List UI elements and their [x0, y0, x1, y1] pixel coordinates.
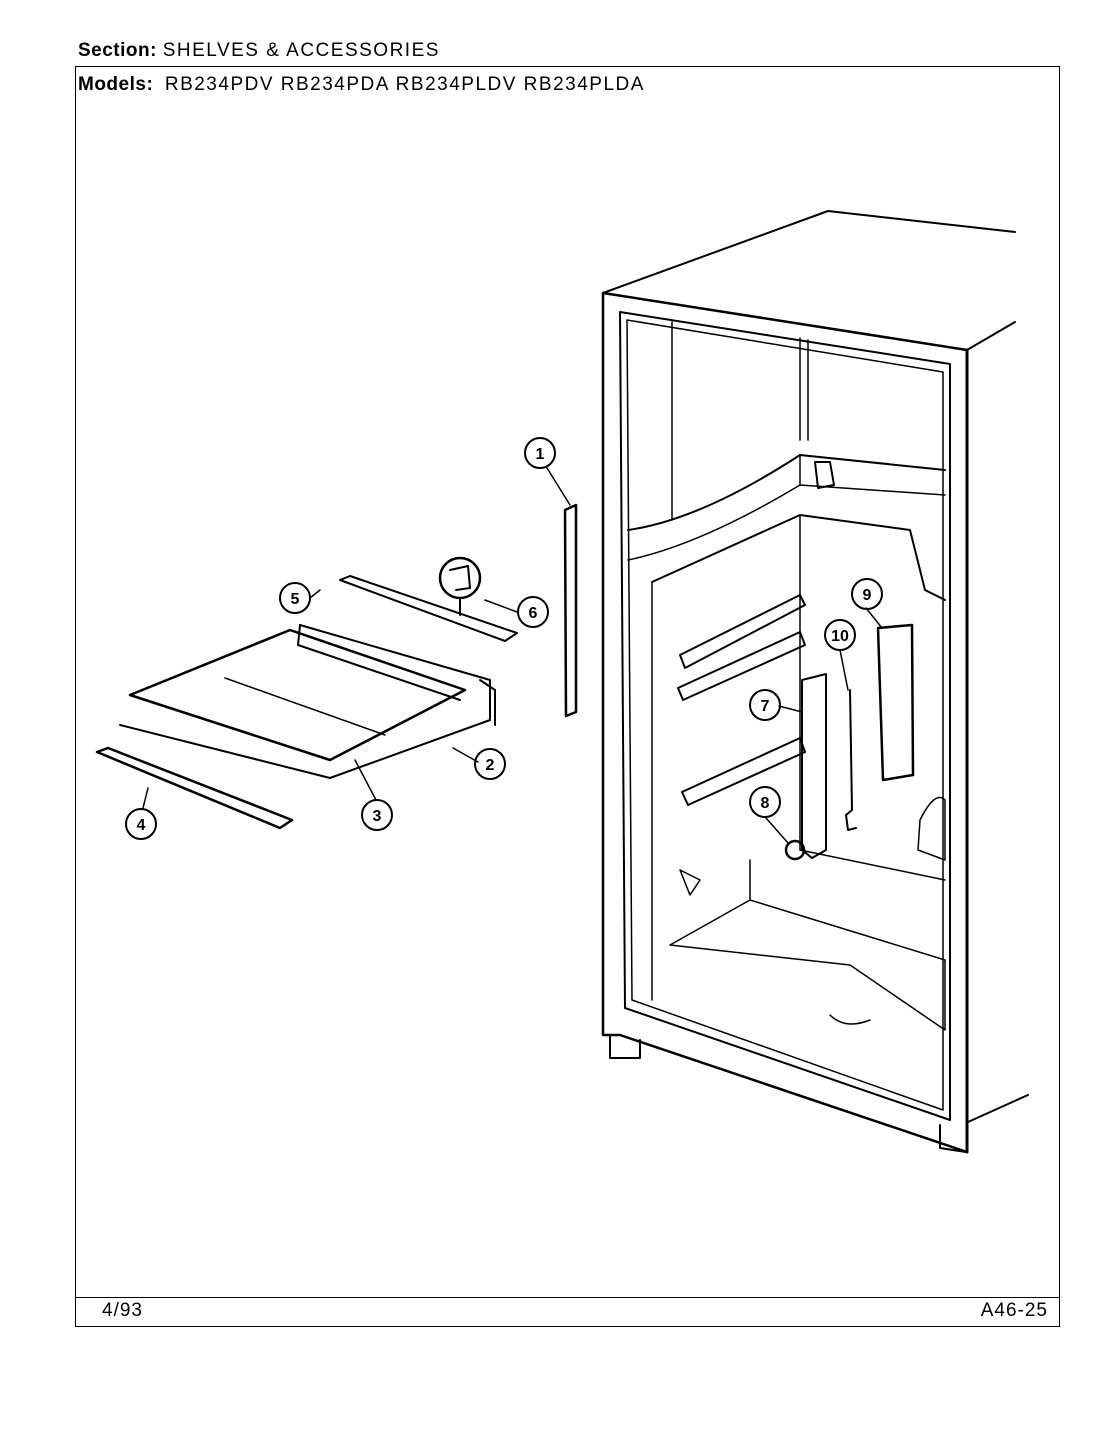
- models-value: RB234PDV RB234PDA RB234PLDV RB234PLDA: [164, 74, 645, 95]
- shelf-assembly: [95, 575, 518, 830]
- svg-text:6: 6: [529, 605, 538, 622]
- svg-text:1: 1: [536, 446, 545, 463]
- roller-part: [784, 839, 806, 861]
- callout-5: 5: [279, 582, 311, 614]
- trim-strip-part: [563, 503, 578, 718]
- callout-3: 3: [361, 799, 393, 831]
- callout-4: 4: [125, 808, 157, 840]
- callout-6: 6: [517, 596, 549, 628]
- light-assembly-part: [876, 623, 915, 782]
- thermostat-bulb-part: [845, 689, 857, 831]
- section-label: Section:: [78, 40, 157, 61]
- footer-code: A46-25: [980, 1300, 1048, 1321]
- detail-bubble: [438, 556, 482, 616]
- callout-2: 2: [474, 748, 506, 780]
- svg-text:3: 3: [373, 808, 382, 825]
- footer-rule: [75, 1297, 1060, 1298]
- svg-text:7: 7: [761, 698, 770, 715]
- svg-text:4: 4: [137, 817, 146, 834]
- refrigerator-cabinet: [601, 210, 1029, 1154]
- svg-text:10: 10: [831, 628, 849, 645]
- shelf-bracket-part: [801, 673, 827, 859]
- section-value: SHELVES & ACCESSORIES: [162, 40, 440, 61]
- footer-date: 4/93: [102, 1300, 143, 1321]
- callout-8: 8: [749, 786, 781, 818]
- svg-text:2: 2: [486, 757, 495, 774]
- models-heading: Models: RB234PDV RB234PDA RB234PLDV RB23…: [78, 74, 645, 96]
- models-label: Models:: [78, 74, 154, 95]
- callout-10: 10: [824, 619, 856, 651]
- callout-group: 1 2 3 4 5 6 7 8 9 10: [125, 437, 883, 840]
- diagram-frame: [75, 66, 1060, 1327]
- callout-7: 7: [749, 689, 781, 721]
- callout-1: 1: [524, 437, 556, 469]
- section-heading: Section: SHELVES & ACCESSORIES: [78, 40, 440, 62]
- svg-text:8: 8: [761, 795, 770, 812]
- callout-9: 9: [851, 578, 883, 610]
- leader-lines: [142, 467, 883, 844]
- svg-text:5: 5: [291, 591, 300, 608]
- svg-text:9: 9: [863, 587, 872, 604]
